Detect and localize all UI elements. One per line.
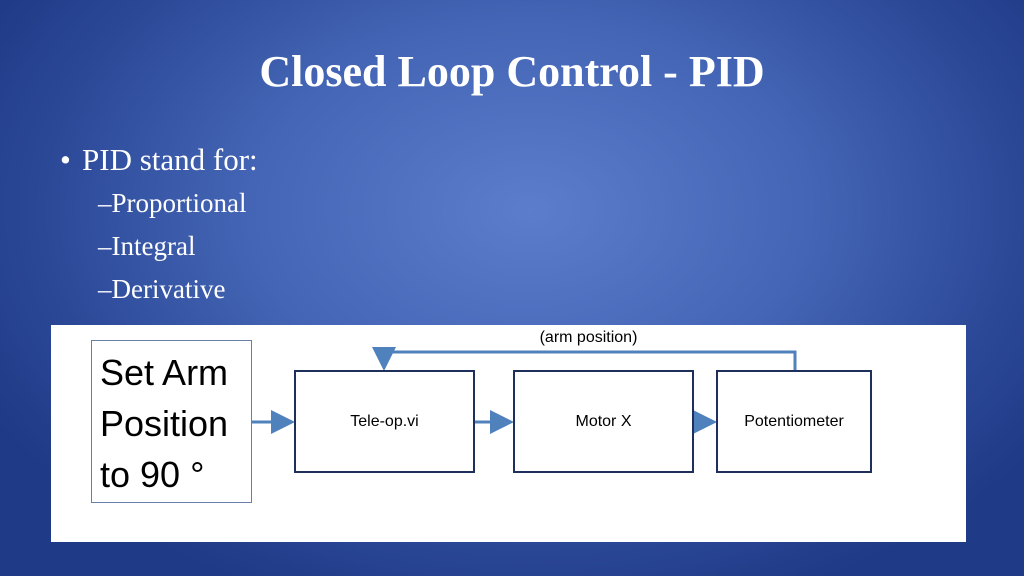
sub-item-text: Proportional — [111, 188, 247, 218]
bullet-dot: • — [60, 142, 71, 177]
setpoint-box: Set Arm Position to 90 ° — [91, 340, 252, 503]
block-diagram: Set Arm Position to 90 ° (arm position) … — [51, 325, 966, 542]
sub-item-proportional: –Proportional — [98, 188, 247, 219]
block-teleop: Tele-op.vi — [294, 370, 475, 473]
dash: – — [98, 231, 112, 261]
setpoint-line: to 90 ° — [100, 454, 205, 495]
slide-title: Closed Loop Control - PID — [259, 47, 765, 96]
dash: – — [98, 274, 112, 304]
sub-item-text: Derivative — [111, 274, 226, 304]
dash: – — [98, 188, 112, 218]
bullet-pid: • PID stand for: — [60, 142, 258, 178]
feedback-label: (arm position) — [539, 329, 638, 346]
sub-item-text: Integral — [111, 231, 196, 261]
block-label: Tele-op.vi — [350, 412, 419, 430]
block-label: Potentiometer — [744, 412, 844, 430]
sub-item-integral: –Integral — [98, 231, 195, 262]
block-label: Motor X — [575, 412, 632, 430]
feedback-arrow — [372, 347, 797, 371]
setpoint-line: Position — [100, 403, 229, 444]
sub-item-derivative: –Derivative — [98, 274, 225, 305]
block-motor: Motor X — [513, 370, 694, 473]
setpoint-line: Set Arm — [100, 352, 229, 393]
block-potentiometer: Potentiometer — [716, 370, 872, 473]
bullet-text: PID stand for: — [82, 142, 258, 177]
diagram-arrows — [252, 347, 797, 434]
